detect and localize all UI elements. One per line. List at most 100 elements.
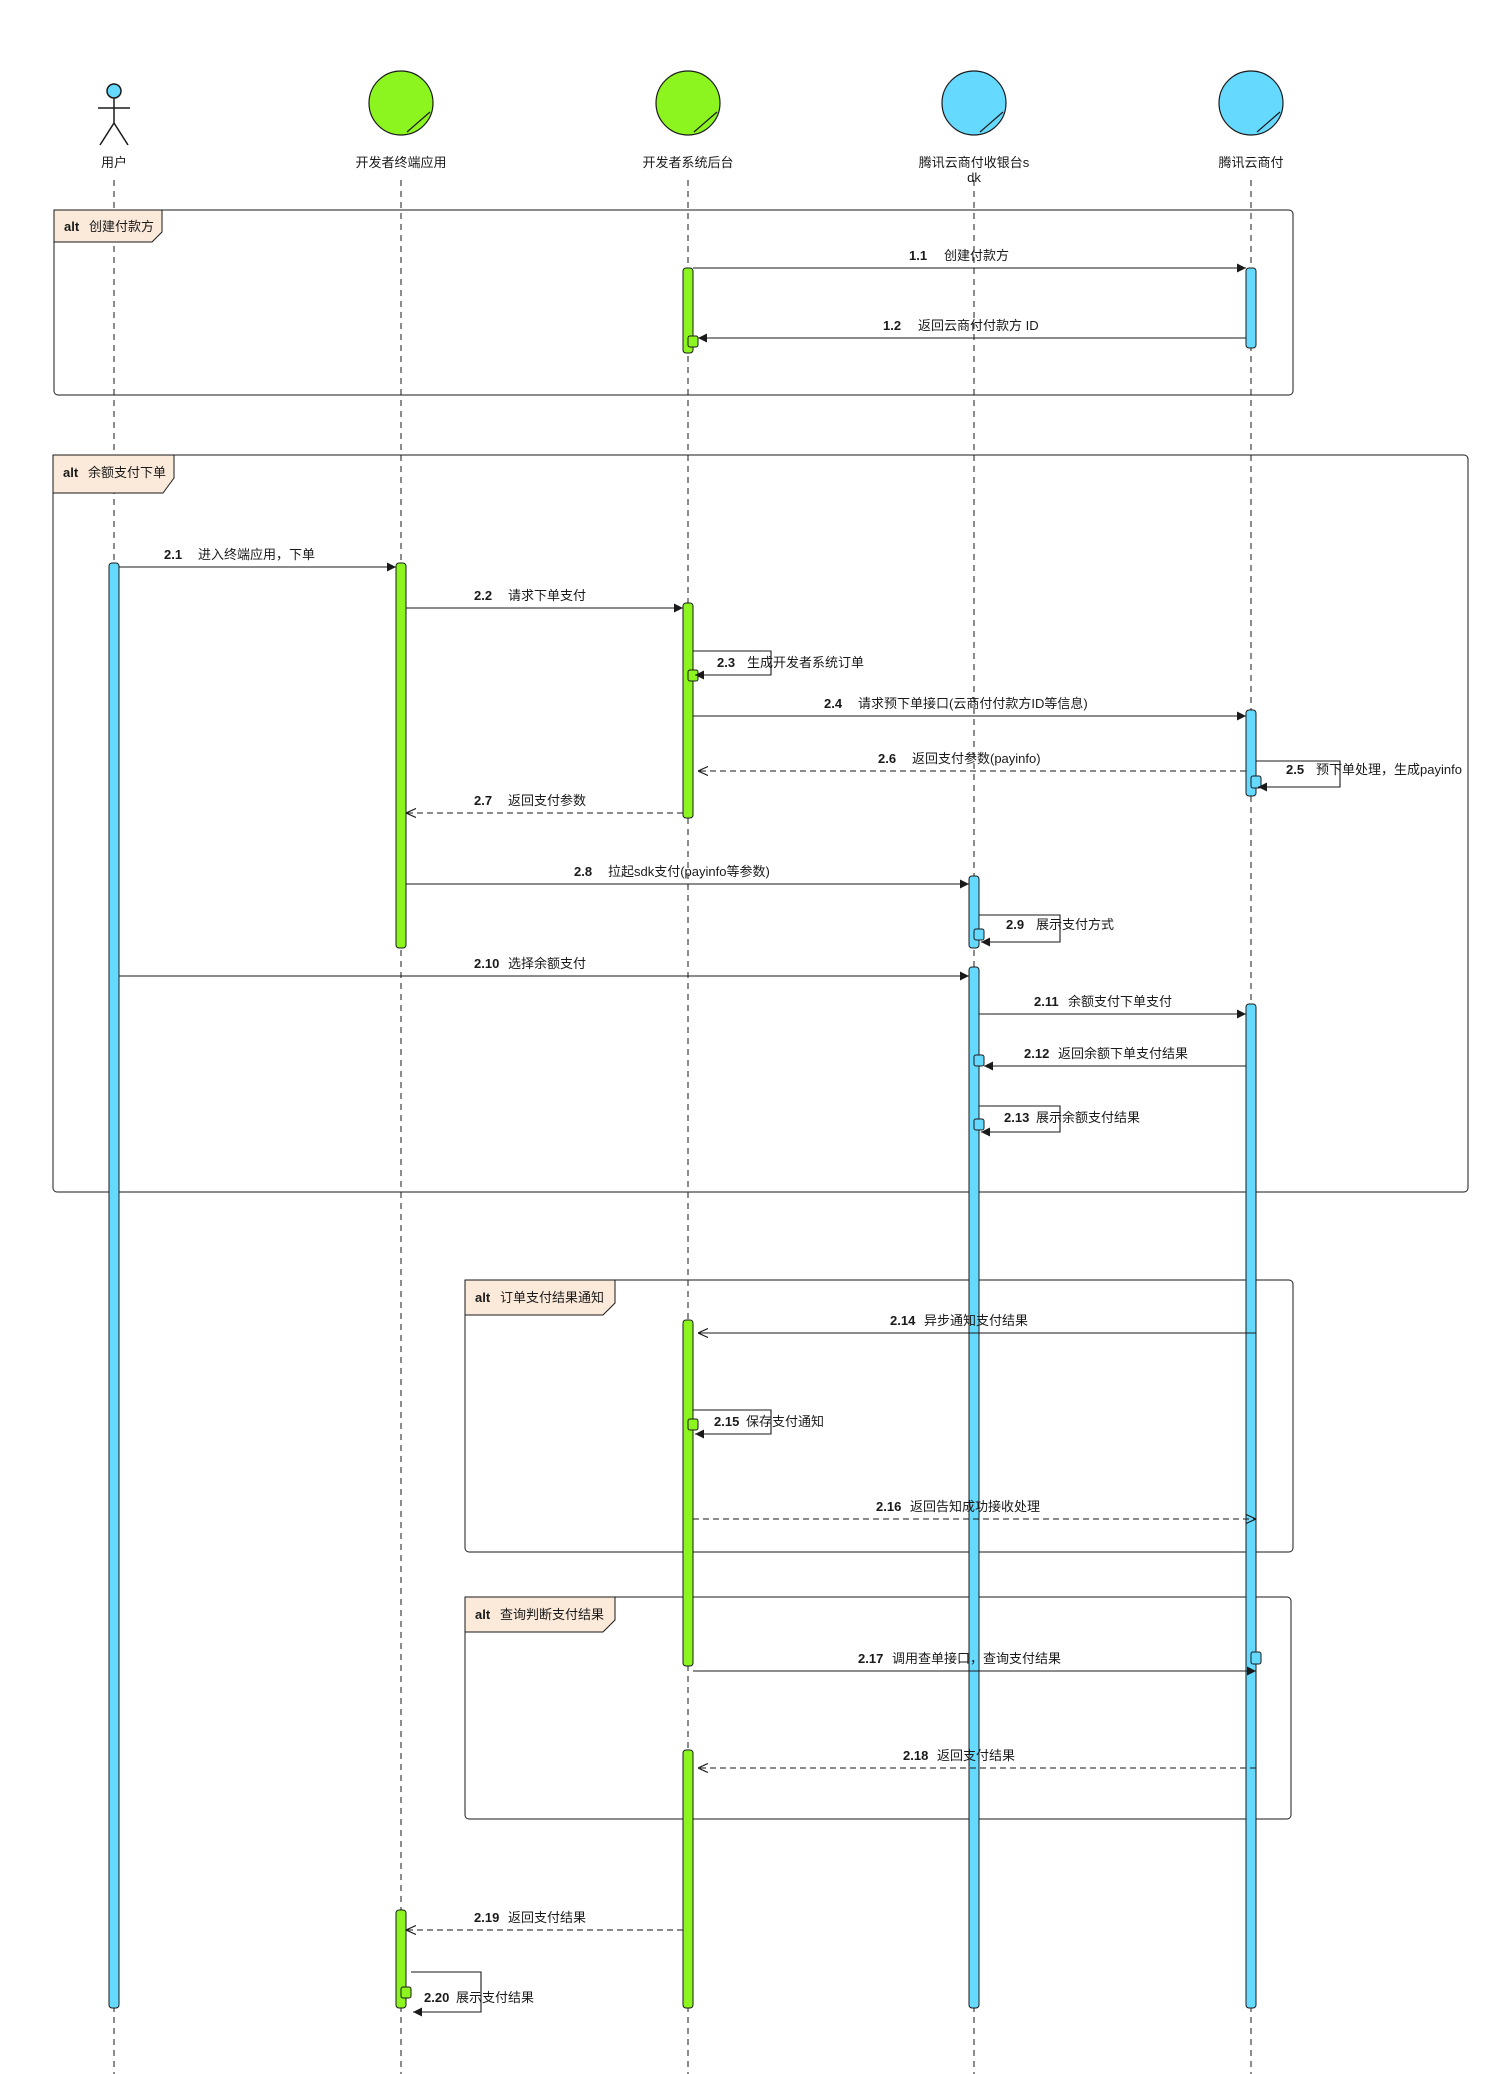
message-label: 异步通知支付结果 bbox=[924, 1313, 1028, 1328]
message-label: 进入终端应用，下单 bbox=[198, 547, 315, 562]
activation-user bbox=[108, 562, 120, 2009]
message-2-19: 2.19 返回支付结果 bbox=[406, 1910, 683, 1930]
activation-backend bbox=[682, 267, 694, 354]
fragment-title: 查询判断支付结果 bbox=[500, 1607, 604, 1622]
self-activation bbox=[687, 1418, 699, 1431]
message-number: 2.18 bbox=[903, 1748, 928, 1763]
self-message-arrow bbox=[979, 1105, 1061, 1137]
participant-label: 开发者终端应用 bbox=[355, 155, 446, 170]
message-number: 2.11 bbox=[1034, 994, 1059, 1009]
message-2-3: 2.3 生成开发者系统订单 bbox=[693, 650, 864, 680]
participant-app: 开发者终端应用 bbox=[355, 70, 447, 170]
self-activation bbox=[687, 335, 699, 348]
message-number: 2.2 bbox=[474, 588, 492, 603]
message-number: 2.16 bbox=[876, 1499, 901, 1514]
message-label: 选择余额支付 bbox=[508, 956, 586, 971]
message-number: 2.15 bbox=[714, 1414, 739, 1429]
self-activation bbox=[973, 1054, 985, 1067]
message-2-1: 2.1 进入终端应用，下单 bbox=[119, 547, 396, 572]
message-label: 余额支付下单支付 bbox=[1068, 994, 1172, 1009]
message-2-7: 2.7 返回支付参数 bbox=[406, 793, 683, 813]
actor-icon bbox=[98, 83, 130, 146]
self-message-arrow bbox=[979, 914, 1061, 947]
activation-backend bbox=[682, 602, 694, 819]
message-number: 2.19 bbox=[474, 1910, 499, 1925]
message-2-2: 2.2 请求下单支付 bbox=[406, 588, 683, 613]
message-number: 2.13 bbox=[1004, 1110, 1029, 1125]
message-number: 2.4 bbox=[824, 696, 843, 711]
self-activation bbox=[1250, 775, 1262, 789]
message-number: 2.17 bbox=[858, 1651, 883, 1666]
activation-platform bbox=[1245, 1003, 1257, 2009]
message-number: 2.1 bbox=[164, 547, 182, 562]
message-number: 1.1 bbox=[909, 248, 927, 263]
message-2-15: 2.15 保存支付通知 bbox=[693, 1409, 824, 1439]
self-message-arrow bbox=[1256, 760, 1341, 792]
message-2-11: 2.11 余额支付下单支付 bbox=[979, 994, 1246, 1019]
message-label: 创建付款方 bbox=[944, 248, 1009, 263]
message-number: 2.3 bbox=[717, 655, 735, 670]
message-1-1: 1.1 创建付款方 bbox=[693, 248, 1246, 273]
message-label: 请求预下单接口(云商付付款方ID等信息) bbox=[858, 696, 1088, 711]
self-activation bbox=[400, 1986, 412, 1999]
message-label: 生成开发者系统订单 bbox=[747, 655, 864, 670]
message-number: 1.2 bbox=[883, 318, 901, 333]
self-activation bbox=[973, 1118, 985, 1131]
control-icon bbox=[941, 70, 1007, 136]
participant-user: 用户 bbox=[98, 83, 130, 170]
message-2-4: 2.4 请求预下单接口(云商付付款方ID等信息) bbox=[693, 696, 1246, 721]
message-label: 保存支付通知 bbox=[746, 1414, 824, 1429]
message-label: 展示余额支付结果 bbox=[1036, 1110, 1140, 1125]
fragment-keyword: alt bbox=[475, 1607, 491, 1622]
participant-label: 腾讯云商付 bbox=[1218, 155, 1283, 170]
self-message-arrow bbox=[693, 650, 772, 680]
control-icon bbox=[655, 70, 721, 136]
message-label: 请求下单支付 bbox=[508, 588, 586, 603]
message-number: 2.7 bbox=[474, 793, 492, 808]
message-number: 2.6 bbox=[878, 751, 896, 766]
message-number: 2.9 bbox=[1006, 917, 1024, 932]
message-label: 返回余额下单支付结果 bbox=[1058, 1046, 1188, 1061]
fragment-title: 订单支付结果通知 bbox=[500, 1290, 604, 1305]
message-label: 拉起sdk支付(payinfo等参数) bbox=[608, 864, 770, 879]
fragment-balance-order: alt 余额支付下单 bbox=[52, 454, 1469, 1193]
fragment-create-payer: alt 创建付款方 bbox=[53, 209, 1294, 396]
activation-platform bbox=[1245, 267, 1257, 349]
message-label: 返回支付结果 bbox=[937, 1748, 1015, 1763]
fragment-title: 创建付款方 bbox=[89, 219, 154, 234]
fragment-keyword: alt bbox=[64, 219, 80, 234]
fragment-keyword: alt bbox=[63, 465, 79, 480]
fragment-title: 余额支付下单 bbox=[88, 465, 166, 480]
message-2-18: 2.18 返回支付结果 bbox=[698, 1748, 1256, 1768]
message-label: 返回支付参数 bbox=[508, 793, 586, 808]
control-icon bbox=[368, 70, 434, 136]
participant-platform: 腾讯云商付 bbox=[1218, 70, 1284, 170]
message-label: 展示支付结果 bbox=[456, 1990, 534, 2005]
activation-backend bbox=[682, 1319, 694, 1667]
activation-app bbox=[395, 1909, 407, 2009]
message-label: 返回支付参数(payinfo) bbox=[912, 751, 1041, 766]
message-2-6: 2.6 返回支付参数(payinfo) bbox=[698, 751, 1246, 771]
self-message-arrow bbox=[693, 1409, 772, 1439]
messages: 1.1 创建付款方 1.2 返回云商付付款方 ID 2.1 进入终端应用，下单 2.2 请求下… bbox=[119, 248, 1462, 2017]
message-2-13: 2.13 展示余额支付结果 bbox=[979, 1105, 1140, 1137]
message-label: 调用查单接口，查询支付结果 bbox=[892, 1651, 1061, 1666]
activations bbox=[108, 267, 1262, 2009]
self-message-arrow bbox=[411, 1971, 482, 2017]
message-number: 2.5 bbox=[1286, 762, 1304, 777]
message-label: 返回支付结果 bbox=[508, 1910, 586, 1925]
participant-label: 用户 bbox=[101, 155, 127, 170]
self-activation bbox=[1250, 1651, 1262, 1665]
activation-backend bbox=[682, 1749, 694, 2009]
self-activation bbox=[973, 928, 985, 941]
message-label: 返回云商付付款方 ID bbox=[918, 318, 1039, 333]
